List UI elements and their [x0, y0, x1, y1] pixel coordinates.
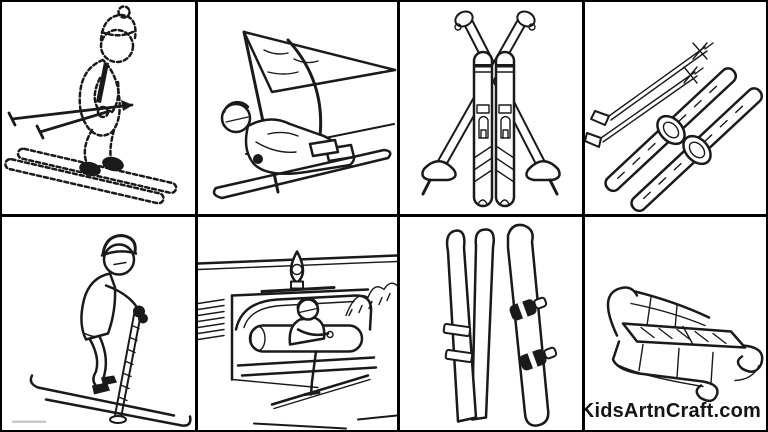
pole: [590, 42, 714, 126]
panel-upright-skis-poles: [400, 2, 582, 214]
sled-runners: [611, 340, 764, 403]
glove: [253, 154, 263, 164]
chairlift-illustration: [198, 250, 397, 430]
panel-skis-snowboard: [400, 217, 582, 430]
snowboard-binding: [509, 296, 548, 321]
upright-skis-poles-illustration: [421, 10, 561, 208]
binding: [656, 114, 686, 146]
skis-poles-flat-illustration: [585, 42, 764, 213]
panel-skis-poles-flat: [585, 2, 766, 214]
skier-figure: [80, 234, 148, 395]
ski: [212, 148, 392, 200]
ground: [253, 414, 397, 430]
ski: [270, 374, 371, 410]
ski-strap: [442, 322, 474, 364]
helmet: [101, 234, 137, 255]
binding: [682, 134, 712, 166]
ski-pair: [472, 50, 516, 208]
downhill-skier-illustration: [4, 5, 178, 205]
pole-grip: [454, 10, 474, 28]
fine-print-artifact: [12, 420, 46, 423]
pole-grip: [516, 10, 536, 28]
ski-boot: [79, 161, 101, 177]
ski-boot: [101, 375, 117, 386]
snowboard: [506, 223, 558, 427]
cross-country-skier-illustration: [12, 234, 192, 427]
racer-figure: [220, 100, 356, 175]
ski-boot: [92, 382, 110, 395]
panel-slalom-racer: [198, 2, 397, 214]
panel-chairlift: [198, 217, 397, 430]
slalom-racer-illustration: [212, 30, 397, 200]
ski-poles: [7, 103, 134, 140]
rider-figure: [288, 297, 334, 396]
ski-base-notch: [477, 199, 510, 205]
ski-boot: [102, 156, 124, 172]
helmet: [296, 297, 319, 309]
pole-basket: [421, 160, 457, 182]
ski-boot: [308, 138, 340, 158]
pole-tip: [121, 100, 133, 111]
sled-back: [606, 286, 711, 337]
wooden-sled-illustration: [606, 286, 764, 403]
panel-wooden-sled: KidsArtnCraft.com: [585, 217, 766, 430]
panel-cross-country-skier: [2, 217, 195, 430]
pole-basket: [525, 160, 561, 182]
ski-pair: [442, 228, 495, 423]
panel-downhill-skier: [2, 2, 195, 214]
ski-poles: [109, 308, 142, 424]
pole: [585, 66, 704, 148]
sled-deck: [621, 322, 747, 349]
tower-hatching: [198, 298, 225, 341]
skis-snowboard-illustration: [442, 223, 558, 427]
hanger: [260, 250, 336, 293]
jacket-zip: [96, 62, 109, 103]
chevron-stripes: [473, 145, 515, 183]
skier-figure: [78, 5, 137, 168]
pole-basket: [109, 415, 127, 424]
binding: [476, 104, 512, 139]
helmet: [222, 100, 250, 114]
snowboard-binding: [519, 346, 558, 371]
watermark-text: KidsArtnCraft.com: [585, 400, 761, 422]
skis: [29, 374, 192, 427]
